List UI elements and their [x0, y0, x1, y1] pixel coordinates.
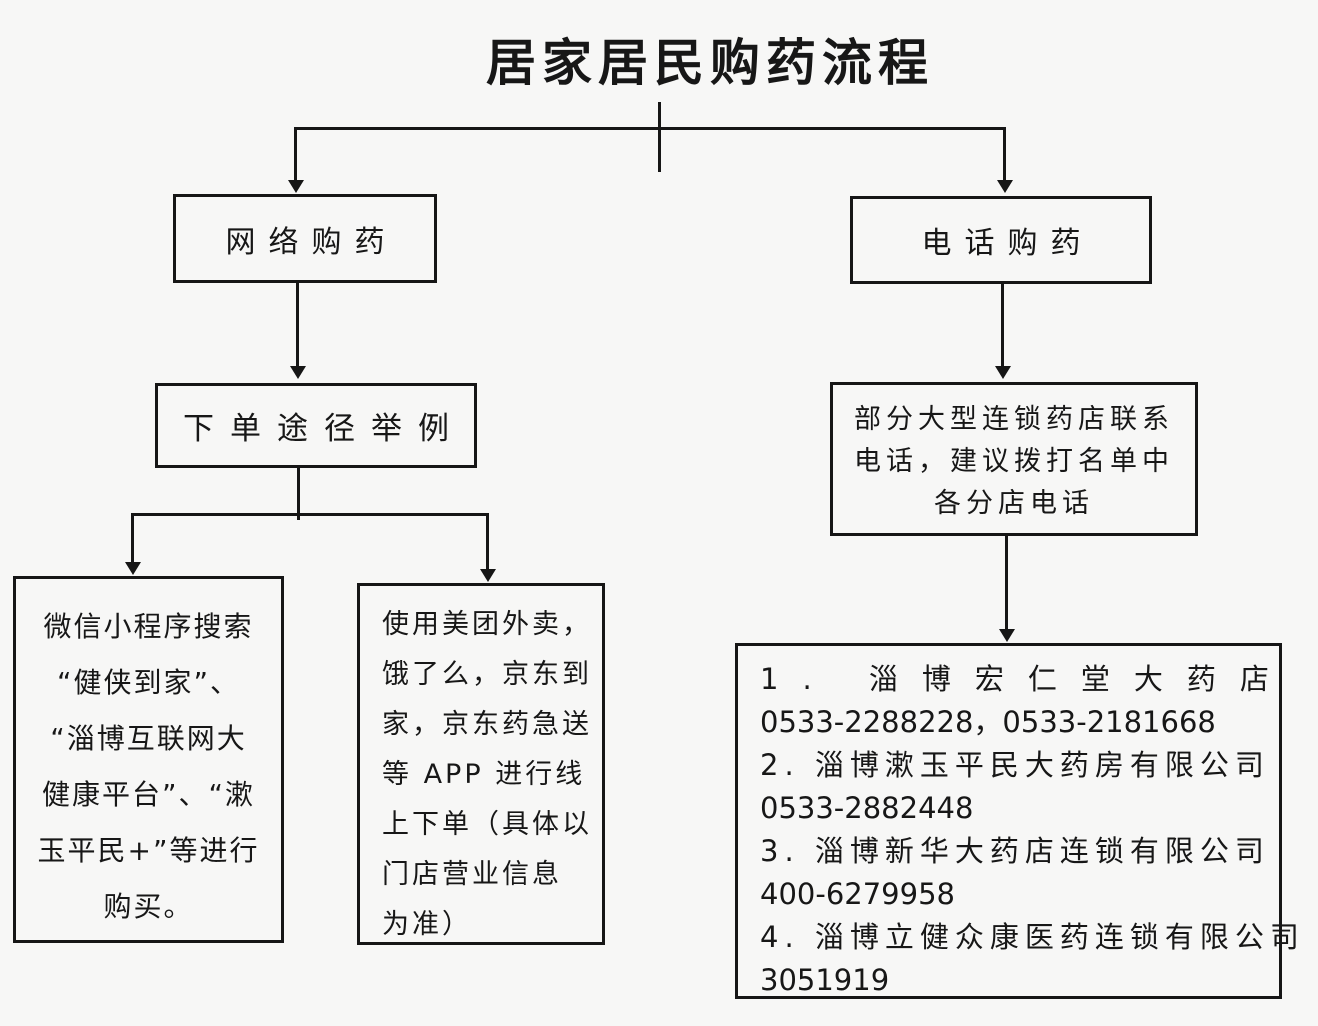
connector-order-stem	[297, 468, 300, 520]
pharmacy-list-line: 3. 淄博新华大药店连锁有限公司	[760, 834, 1270, 868]
note-line: 家，京东药急送	[382, 709, 592, 740]
note-line: 各分店电话	[934, 488, 1094, 519]
pharmacy-list-line: 400-6279958	[760, 877, 955, 911]
pharmacy-list-line: 4. 淄博立健众康医药连锁有限公司	[760, 920, 1305, 954]
page-title: 居家居民购药流程	[486, 34, 934, 92]
arrowhead-phone	[997, 180, 1013, 193]
flow-box-phone-purchase: 电话购药	[850, 196, 1152, 284]
note-line: 微信小程序搜索	[43, 610, 254, 643]
note-line: 购买。	[103, 890, 194, 923]
connector-chain-to-list	[1005, 536, 1008, 629]
connector-drop-online	[294, 127, 297, 180]
pharmacy-list-line: 1. 淄博宏仁堂大药店	[760, 662, 1293, 696]
flow-box-chain-pharmacy-note: 部分大型连锁药店联系 电话，建议拨打名单中 各分店电话	[830, 382, 1198, 536]
connector-order-split	[131, 513, 489, 516]
note-line: “健侠到家”、	[56, 666, 240, 699]
note-line: 饿了么，京东到	[382, 659, 592, 690]
note-line: 电话，建议拨打名单中	[854, 446, 1174, 477]
note-line: 玉平民+”等进行	[37, 834, 260, 867]
arrowhead-apps	[480, 569, 496, 582]
pharmacy-list-line: 0533-2882448	[760, 791, 974, 825]
connector-title-stem	[658, 102, 661, 172]
note-line: 为准）	[382, 909, 472, 940]
flow-box-wechat-miniprogram-note: 微信小程序搜索 “健侠到家”、 “淄博互联网大 健康平台”、“漱 玉平民+”等进…	[13, 576, 284, 943]
pharmacy-list-line: 0533-2288228，0533-2181668	[760, 705, 1216, 739]
connector-drop-apps	[486, 513, 489, 569]
flow-box-label: 下单途径举例	[183, 411, 465, 447]
note-line: 部分大型连锁药店联系	[854, 404, 1174, 435]
flow-box-delivery-apps-note: 使用美团外卖， 饿了么，京东到 家，京东药急送 等 APP 进行线 上下单（具体…	[357, 583, 605, 945]
arrowhead-online	[288, 180, 304, 193]
arrowhead-wechat	[125, 562, 141, 575]
connector-drop-wechat	[131, 513, 134, 562]
arrowhead-order	[290, 366, 306, 379]
connector-phone-to-chain	[1001, 284, 1004, 366]
note-line: 使用美团外卖，	[382, 609, 592, 640]
flow-box-pharmacy-phone-list: 1. 淄博宏仁堂大药店 0533-2288228，0533-2181668 2.…	[735, 643, 1305, 999]
flow-box-label: 网络购药	[225, 224, 398, 260]
arrowhead-chain	[995, 366, 1011, 379]
note-line: “淄博互联网大	[50, 722, 247, 755]
arrowhead-list	[999, 629, 1015, 642]
connector-drop-phone	[1003, 127, 1006, 180]
pharmacy-list-line: 2. 淄博漱玉平民大药房有限公司	[760, 748, 1270, 782]
note-line: 上下单（具体以	[382, 809, 592, 840]
note-line: 门店营业信息	[382, 859, 562, 890]
note-line: 健康平台”、“漱	[41, 778, 255, 811]
flow-box-online-purchase: 网络购药	[173, 194, 437, 283]
connector-online-to-order	[296, 283, 299, 366]
flow-box-label: 电话购药	[921, 226, 1094, 261]
connector-main-split	[294, 127, 1006, 130]
flow-box-order-examples: 下单途径举例	[155, 383, 477, 468]
pharmacy-list-line: 3051919	[760, 963, 890, 997]
note-line: 等 APP 进行线	[382, 759, 586, 790]
